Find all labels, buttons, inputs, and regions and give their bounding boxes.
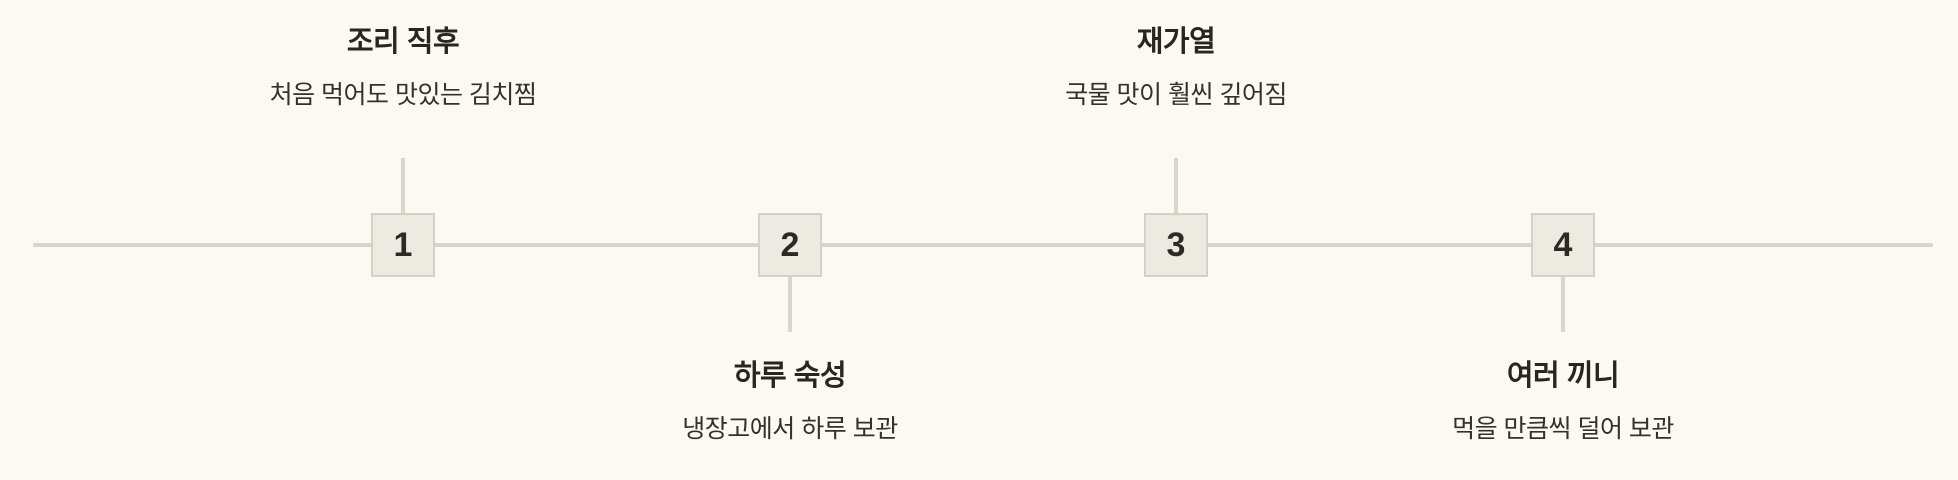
step-number-box: 4 (1531, 213, 1595, 277)
step-label: 여러 끼니 먹을 만큼씩 덜어 보관 (1303, 358, 1823, 446)
step-subtitle: 처음 먹어도 맛있는 김치찜 (269, 81, 537, 110)
step-title: 하루 숙성 (733, 360, 847, 392)
step-label: 하루 숙성 냉장고에서 하루 보관 (530, 358, 1050, 446)
step-number: 3 (1166, 226, 1186, 264)
step-number: 2 (780, 226, 800, 264)
step-connector-line (1174, 158, 1178, 213)
timeline-axis-line (33, 243, 1933, 247)
step-number-box: 2 (758, 213, 822, 277)
step-label: 재가열 국물 맛이 훨씬 깊어짐 (916, 24, 1436, 112)
step-number-box: 1 (371, 213, 435, 277)
step-title: 조리 직후 (346, 26, 460, 58)
step-title: 재가열 (1136, 26, 1216, 58)
step-subtitle: 국물 맛이 훨씬 깊어짐 (1065, 81, 1287, 110)
step-number: 1 (393, 226, 413, 264)
step-connector-line (401, 158, 405, 213)
step-subtitle: 냉장고에서 하루 보관 (682, 415, 898, 444)
step-label: 조리 직후 처음 먹어도 맛있는 김치찜 (143, 24, 663, 112)
step-number: 4 (1553, 226, 1573, 264)
step-connector-line (788, 277, 792, 332)
step-connector-line (1561, 277, 1565, 332)
step-subtitle: 먹을 만큼씩 덜어 보관 (1452, 415, 1674, 444)
step-number-box: 3 (1144, 213, 1208, 277)
step-title: 여러 끼니 (1506, 360, 1620, 392)
